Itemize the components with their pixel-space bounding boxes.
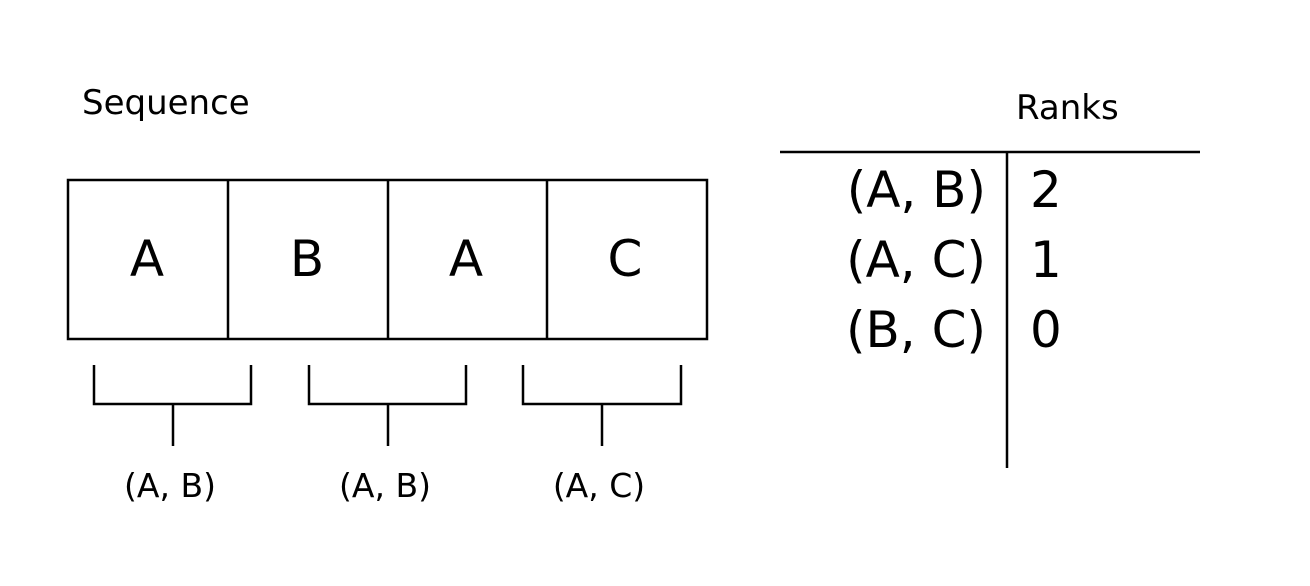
sequence-cell-1: A (130, 230, 164, 288)
rank-pair-1: (A, B) (847, 161, 986, 219)
ranks-table-lines (780, 150, 1200, 468)
rank-pair-3: (B, C) (846, 301, 986, 359)
pair-bracket-1 (92, 365, 253, 446)
pair-bracket-2 (307, 365, 468, 446)
sequence-cell-2: B (290, 230, 324, 288)
ranks-title: Ranks (1016, 88, 1119, 128)
sequence-strip (66, 178, 709, 341)
sequence-cell-4: C (608, 230, 643, 288)
rank-pair-2: (A, C) (846, 231, 986, 289)
pair-label-3: (A, C) (553, 466, 645, 505)
pair-label-2: (A, B) (339, 466, 431, 505)
sequence-title: Sequence (82, 83, 250, 123)
rank-value-3: 0 (1030, 301, 1062, 359)
pair-bracket-3 (521, 365, 683, 446)
pair-label-1: (A, B) (124, 466, 216, 505)
rank-value-2: 1 (1030, 231, 1062, 289)
sequence-cell-3: A (449, 230, 483, 288)
pair-brackets (92, 365, 683, 446)
rank-value-1: 2 (1030, 161, 1062, 219)
